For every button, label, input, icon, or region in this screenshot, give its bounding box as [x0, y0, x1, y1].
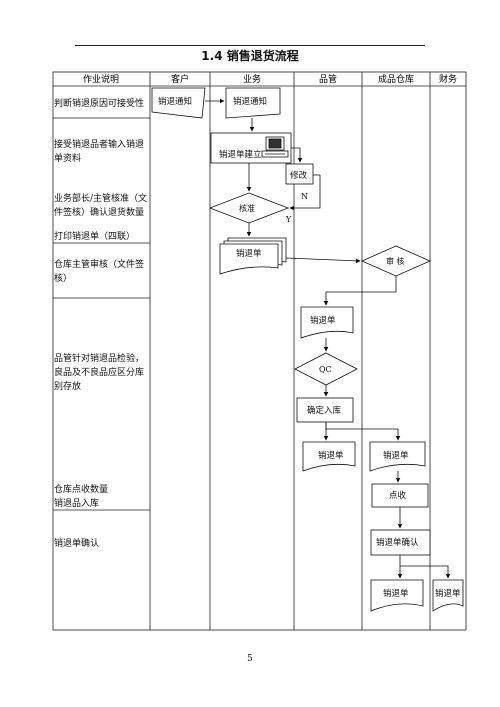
customer-notice-label: 销退通知 [158, 96, 192, 107]
qc-slip-document [300, 306, 354, 339]
col-quality: 品管 [319, 73, 337, 85]
col-description: 作业说明 [83, 73, 119, 85]
step-warehouse-review: 仓库主管审核（文件签核） [54, 260, 145, 284]
col-customer: 客户 [171, 73, 189, 85]
col-business: 业务 [243, 73, 261, 85]
computer-icon [261, 136, 289, 158]
confirm-stock-node [296, 397, 354, 423]
qc-slip-label: 销退单 [310, 315, 336, 326]
print-slip-document [219, 243, 279, 275]
modify-label: 修改 [290, 170, 308, 181]
branch-no-label: N [301, 192, 308, 201]
swimlane-table [52, 71, 467, 631]
create-slip-label: 销退单建立 [219, 149, 262, 160]
slip-confirm-label: 销退单确认 [376, 537, 419, 548]
finance-slip-document [432, 579, 464, 612]
business-notice-label: 销退通知 [233, 96, 267, 107]
qc-label: QC [319, 365, 332, 374]
customer-notice-node [151, 87, 206, 119]
step-judge-reason: 判断销退原因可接受性 [54, 99, 145, 109]
confirm-stock-label: 确定入库 [307, 405, 342, 416]
print-slip-label: 销退单 [236, 248, 262, 259]
wh-slip-final-label: 销退单 [383, 588, 409, 599]
wh-slip-final-document [370, 579, 424, 612]
wh-slip-label: 销退单 [383, 450, 409, 461]
branch-yes-label: Y [285, 215, 292, 224]
finance-slip-label: 销退单 [435, 588, 461, 599]
page-title: 1.4 销售退货流程 [201, 49, 299, 63]
review-label: 审 核 [386, 256, 405, 266]
step-count-quantity: 仓库点收数量 [54, 485, 109, 495]
slip-confirm-node [370, 529, 431, 556]
approve-label: 核准 [239, 203, 255, 213]
step-input-slip: 接受销退品者输入销退单资料 [54, 140, 145, 164]
page-number: 5 [247, 654, 253, 664]
business-notice-node [225, 87, 281, 119]
col-finance: 财务 [439, 73, 457, 85]
qc-slip-copy-document [302, 441, 356, 472]
qc-slip-copy-label: 销退单 [318, 450, 344, 461]
step-slip-confirm: 销退单确认 [54, 539, 100, 549]
step-qc-inspect: 品管针对销退品检验，良品及不良品应区分库别存放 [54, 354, 145, 392]
step-approve-quantity: 业务部长/主管核准（文件签核）确认退货数量 [54, 194, 148, 218]
header-rule [75, 45, 425, 46]
modify-node [285, 163, 314, 185]
col-warehouse: 成品仓库 [378, 73, 414, 85]
step-stock-in: 销退品入库 [54, 499, 100, 509]
count-label: 点收 [389, 490, 407, 501]
step-print-slip: 打印销退单（四联） [54, 232, 136, 242]
wh-slip-document [369, 441, 426, 472]
